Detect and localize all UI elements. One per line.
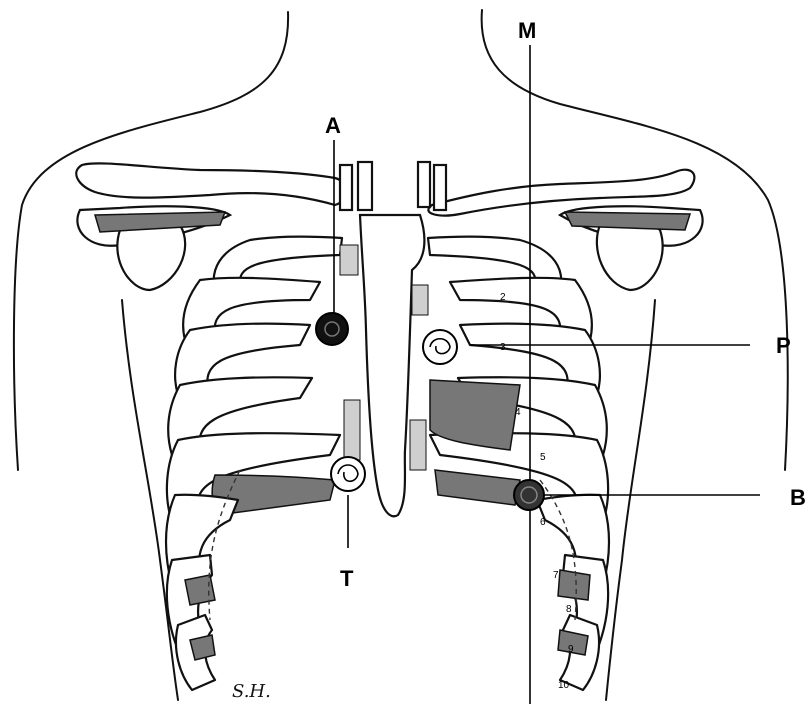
- aortic-point: [316, 313, 348, 345]
- rib-number-8: 8: [566, 604, 572, 615]
- rib-number-10: 10: [558, 680, 570, 691]
- tricuspid-point: [331, 457, 365, 491]
- clavicle-right: [76, 163, 347, 205]
- ribs-right: [166, 237, 360, 690]
- pulmonic-point: [423, 330, 457, 364]
- artist-signature: S.H.: [232, 681, 271, 702]
- rib-number-5: 5: [540, 452, 546, 463]
- rib-number-2: 2: [500, 292, 506, 303]
- rib-number-3: 3: [500, 342, 506, 353]
- rib-number-9: 9: [568, 644, 574, 655]
- bicuspid-point: [514, 480, 544, 510]
- label-midclavicular: M: [518, 18, 536, 43]
- label-bicuspid: B: [790, 485, 806, 510]
- rib-number-4: 4: [515, 407, 521, 418]
- label-pulmonic: P: [776, 333, 791, 358]
- label-tricuspid: T: [340, 566, 354, 591]
- sternum: [360, 215, 424, 516]
- label-aortic: A: [325, 113, 341, 138]
- ribs-left: [410, 237, 609, 690]
- rib-number-7: 7: [553, 570, 559, 581]
- great-vessels: [340, 162, 446, 210]
- rib-number-6: 6: [540, 517, 546, 528]
